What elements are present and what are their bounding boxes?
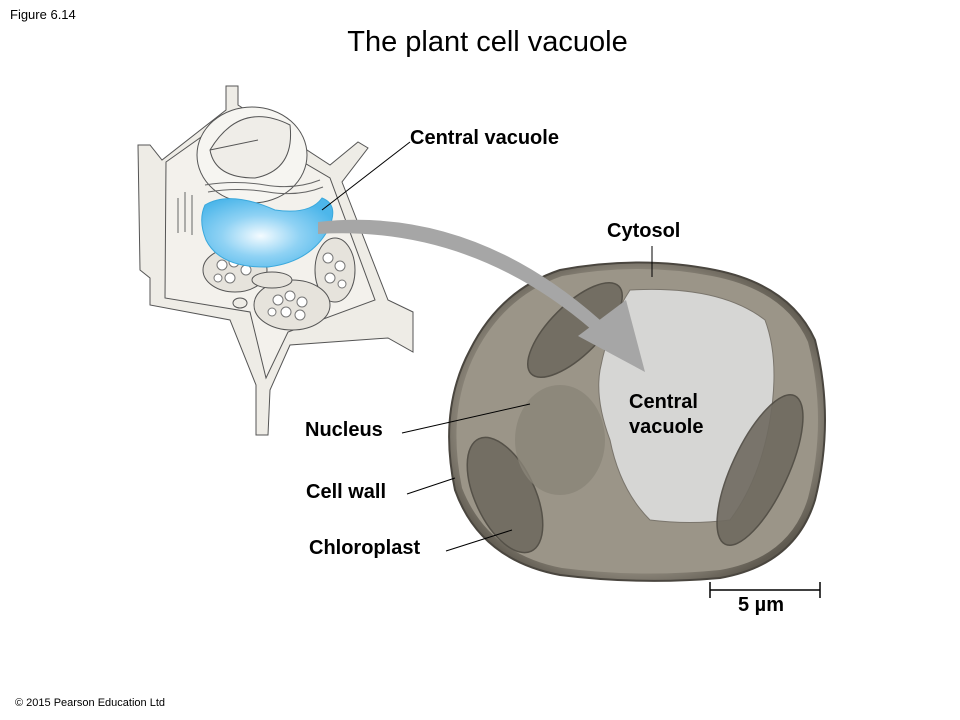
label-nucleus: Nucleus xyxy=(305,419,383,441)
label-scale-bar: 5 µm xyxy=(738,594,784,616)
label-central-vacuole-line2: vacuole xyxy=(629,416,704,438)
label-central-vacuole-line1: Central xyxy=(629,391,698,413)
label-cytosol: Cytosol xyxy=(607,220,681,242)
page-title: The plant cell vacuole xyxy=(347,26,628,58)
copyright: © 2015 Pearson Education Ltd xyxy=(15,697,165,709)
label-cell-wall: Cell wall xyxy=(306,481,387,503)
figure-label: Figure 6.14 xyxy=(10,7,76,22)
label-central-vacuole-drawing: Central vacuole xyxy=(410,127,559,149)
label-chloroplast: Chloroplast xyxy=(309,537,421,559)
magnification-arrow xyxy=(318,219,645,372)
vacuole-micrograph xyxy=(448,261,826,582)
scale-bar xyxy=(709,582,821,598)
leader-lines xyxy=(321,141,653,552)
